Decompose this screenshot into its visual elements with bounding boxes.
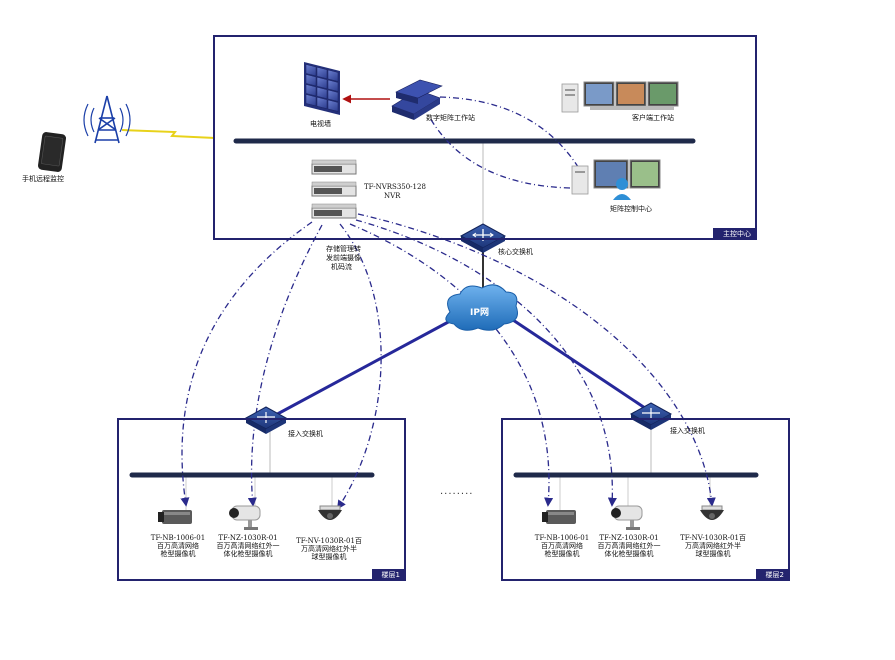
dome-camera-icon (700, 505, 724, 520)
floor2-tag: 楼层2 (755, 569, 790, 581)
uplink-floor2 (512, 318, 652, 414)
main-center-region: 主控中心 (213, 35, 757, 240)
radio-tower-icon (83, 95, 131, 144)
ir-bullet-camera-icon (229, 505, 261, 530)
matrix-control-label: 矩阵控制中心 (610, 205, 652, 213)
matrix-workstation-label: 数字矩阵工作站 (426, 114, 475, 122)
ir-bullet-camera-icon (611, 505, 643, 530)
client-workstation-label: 客户端工作站 (632, 114, 674, 122)
control-center-icon (571, 159, 661, 200)
nvr-note-3: 机码流 (331, 263, 352, 271)
nvr-model-label: TF-NVRS350-128 (364, 183, 426, 191)
stream-arc (247, 224, 323, 507)
tv-wall-icon (304, 62, 340, 115)
camera-label: TF-NV-1030R-01百万高清网络红外半球型摄像机 (296, 537, 362, 561)
ellipsis: ........ (440, 486, 474, 497)
uplink-floor1 (269, 318, 453, 420)
access-switch-1-label: 接入交换机 (288, 430, 323, 438)
workstation-icon (561, 81, 679, 113)
floor1-region: 楼层1 (117, 418, 406, 581)
nvr-type-label: NVR (384, 192, 401, 200)
wireless-link (121, 129, 216, 139)
tv-wall-label: 电视墙 (310, 120, 331, 128)
stream-arc (429, 117, 571, 189)
dome-camera-icon (318, 505, 342, 520)
main-center-tag: 主控中心 (713, 228, 757, 240)
bullet-camera-icon (158, 510, 192, 524)
floor2-region: 楼层2 (501, 418, 790, 581)
nvr-rack-icon (311, 159, 357, 219)
core-switch-label: 核心交换机 (498, 248, 533, 256)
stream-arc (349, 223, 554, 507)
bullet-camera-icon (542, 510, 576, 524)
floor1-tag: 楼层1 (371, 569, 406, 581)
camera-label: TF-NV-1030R-01百万高清网络红外半球型摄像机 (680, 534, 746, 558)
cloud-icon (445, 284, 518, 331)
access-switch-2-label: 接入交换机 (670, 427, 705, 435)
mobile-label: 手机远程监控 (22, 175, 64, 183)
stream-arc (180, 221, 313, 507)
smartphone-icon (37, 132, 67, 172)
nvr-note-2: 发前端摄像 (326, 254, 361, 262)
server-stack-icon (391, 79, 443, 120)
nvr-note-1: 存储管理转 (326, 245, 361, 253)
stream-arc (439, 96, 584, 177)
ip-cloud-label: IP网 (470, 308, 489, 318)
stream-arc (357, 213, 716, 507)
stream-arc (336, 223, 382, 510)
